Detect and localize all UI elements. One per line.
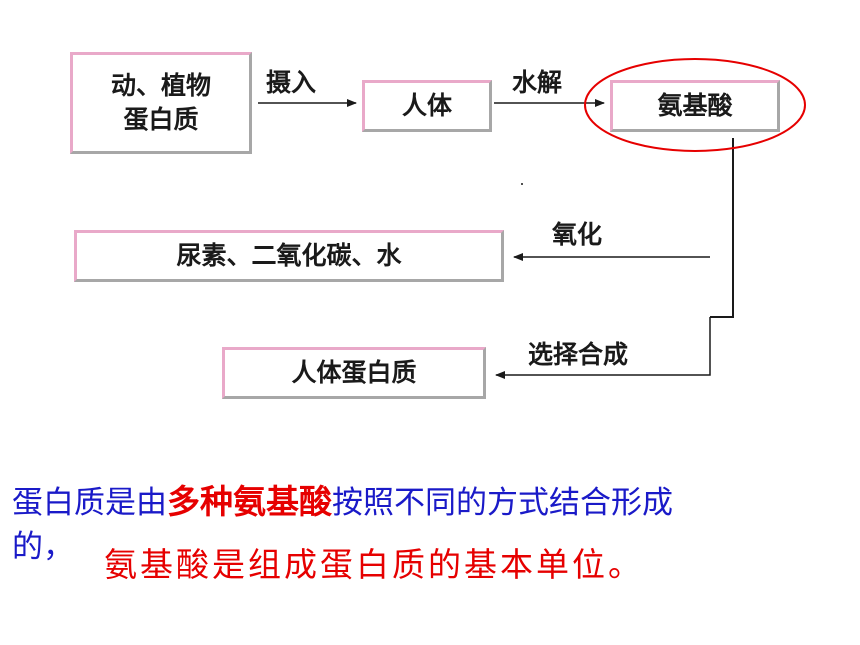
label-oxidation: 氧化 (552, 220, 603, 249)
sentence-part1: 蛋白质是由 (12, 485, 167, 521)
connector-amino-down (710, 138, 734, 318)
dot-mark (521, 183, 523, 185)
explanation-line-1: 蛋白质是由多种氨基酸按照不同的方式结合形成 (12, 480, 673, 525)
sentence-part2: 按照不同的方式结合形成 (332, 485, 673, 521)
explanation-text: 蛋白质是由多种氨基酸按照不同的方式结合形成 的， (12, 480, 673, 569)
label-synthesis: 选择合成 (528, 340, 629, 369)
sentence-part3: 的， (12, 529, 74, 565)
sentence-highlight: 多种氨基酸 (167, 482, 332, 521)
box-human-body: 人体 (362, 80, 492, 132)
explanation-line-2: 的， (12, 525, 673, 569)
label-intake: 摄入 (266, 68, 317, 97)
arrow-synthesis (495, 317, 711, 379)
box-food-protein: 动、植物 蛋白质 (70, 52, 252, 154)
label-hydrolysis: 水解 (512, 68, 563, 97)
conclusion-text: 氨基酸是组成蛋白质的基本单位。 (104, 545, 644, 584)
box-waste: 尿素、二氧化碳、水 (74, 230, 504, 282)
box-body-protein: 人体蛋白质 (222, 347, 486, 399)
box-amino-acid: 氨基酸 (610, 80, 780, 132)
